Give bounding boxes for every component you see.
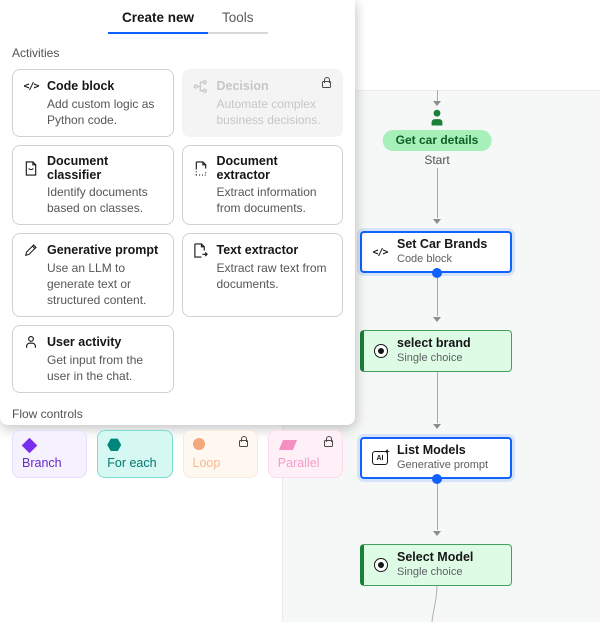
- popover-tabs: Create new Tools: [0, 0, 355, 34]
- generative-ai-icon: AI✦: [372, 449, 390, 465]
- user-icon: [23, 334, 39, 350]
- connector-line: [437, 372, 438, 423]
- for-each-hexagon-icon: [107, 438, 122, 452]
- card-title: Text extractor: [216, 243, 299, 258]
- node-title: select brand: [397, 336, 471, 351]
- single-choice-icon: [374, 558, 388, 572]
- connector-line: [431, 586, 438, 622]
- activities-grid: </> Code block Add custom logic as Pytho…: [12, 69, 343, 394]
- document-classifier-icon: [23, 160, 39, 176]
- flow-controls-row: Branch For each Loop Parallel: [12, 430, 343, 479]
- card-title: Code block: [47, 79, 115, 93]
- create-new-popover: Create new Tools Activities </> Code blo…: [0, 0, 355, 479]
- tile-parallel[interactable]: Parallel: [267, 430, 343, 479]
- document-extractor-icon: [193, 160, 209, 176]
- connector-line: [437, 90, 438, 101]
- card-description: Extract raw text from documents.: [216, 261, 327, 291]
- card-title: Decision: [216, 79, 269, 93]
- connector-line: [437, 278, 438, 316]
- pencil-icon: [23, 242, 39, 258]
- tile-branch[interactable]: Branch: [12, 430, 88, 479]
- loop-circle-icon: [192, 438, 205, 451]
- node-set-car-brands[interactable]: </> Set Car Brands Code block: [360, 231, 512, 273]
- node-select-model[interactable]: Select Model Single choice: [360, 544, 512, 586]
- card-title: User activity: [47, 335, 122, 350]
- lock-icon: [322, 77, 331, 88]
- node-subtitle: Generative prompt: [397, 458, 489, 471]
- card-document-extractor[interactable]: Document extractor Extract information f…: [181, 145, 343, 226]
- flow-controls-section-label: Flow controls: [12, 407, 83, 422]
- code-icon: </>: [372, 246, 388, 258]
- card-description: Get input from the user in the chat.: [47, 353, 144, 383]
- node-title: Select Model: [397, 550, 474, 565]
- card-title: Document classifier: [47, 154, 109, 183]
- node-subtitle: Single choice: [397, 351, 463, 364]
- text-extractor-icon: [193, 242, 209, 258]
- lock-icon: [238, 436, 248, 448]
- arrowhead-icon: [433, 219, 441, 224]
- card-user-activity[interactable]: User activity Get input from the user in…: [12, 325, 174, 394]
- tile-label: Loop: [192, 456, 221, 471]
- node-list-models[interactable]: AI✦ List Models Generative prompt: [360, 437, 512, 479]
- tab-tools[interactable]: Tools: [208, 0, 268, 34]
- node-subtitle: Code block: [397, 252, 453, 265]
- card-description: Extract information from documents.: [216, 185, 317, 215]
- lock-icon: [324, 436, 333, 448]
- tile-label: Parallel: [277, 456, 320, 471]
- arrowhead-icon: [433, 424, 441, 429]
- card-generative-prompt[interactable]: Generative prompt Use an LLM to generate…: [12, 233, 174, 318]
- connector-line: [437, 168, 438, 218]
- connector-line: [437, 484, 438, 530]
- node-subtitle: Single choice: [397, 565, 463, 578]
- start-label: Start: [424, 153, 450, 167]
- tile-for-each[interactable]: For each: [97, 430, 173, 479]
- arrowhead-icon: [433, 531, 441, 536]
- card-text-extractor[interactable]: Text extractor Extract raw text from doc…: [181, 233, 343, 318]
- output-port-dot[interactable]: [432, 268, 442, 278]
- card-document-classifier[interactable]: Document classifier Identify documents b…: [12, 145, 174, 226]
- single-choice-icon: [374, 344, 388, 358]
- card-description: Automate complex business decisions.: [216, 97, 321, 127]
- group-label-pill[interactable]: Get car details: [382, 130, 492, 151]
- tile-label: For each: [107, 456, 157, 471]
- card-description: Identify documents based on classes.: [47, 185, 148, 215]
- arrowhead-icon: [433, 317, 441, 322]
- decision-icon: [193, 78, 209, 94]
- card-code-block[interactable]: </> Code block Add custom logic as Pytho…: [12, 69, 174, 138]
- branch-diamond-icon: [21, 438, 38, 454]
- tile-label: Branch: [22, 456, 62, 471]
- node-select-brand[interactable]: select brand Single choice: [360, 330, 512, 372]
- parallel-parallelogram-icon: [278, 440, 297, 451]
- card-title: Generative prompt: [47, 243, 159, 258]
- user-start-icon[interactable]: [427, 108, 447, 133]
- code-icon: </>: [23, 80, 39, 92]
- tile-loop[interactable]: Loop: [182, 430, 258, 479]
- tab-create-new[interactable]: Create new: [108, 0, 209, 34]
- output-port-dot[interactable]: [432, 474, 442, 484]
- card-title: Document extractor: [216, 154, 278, 183]
- arrowhead-icon: [433, 101, 441, 106]
- card-description: Use an LLM to generate text or structure…: [47, 261, 147, 307]
- node-title: List Models: [397, 443, 466, 458]
- node-title: Set Car Brands: [397, 237, 488, 252]
- activities-section-label: Activities: [12, 46, 60, 60]
- card-decision[interactable]: Decision Automate complex business decis…: [181, 69, 343, 138]
- card-description: Add custom logic as Python code.: [47, 97, 155, 127]
